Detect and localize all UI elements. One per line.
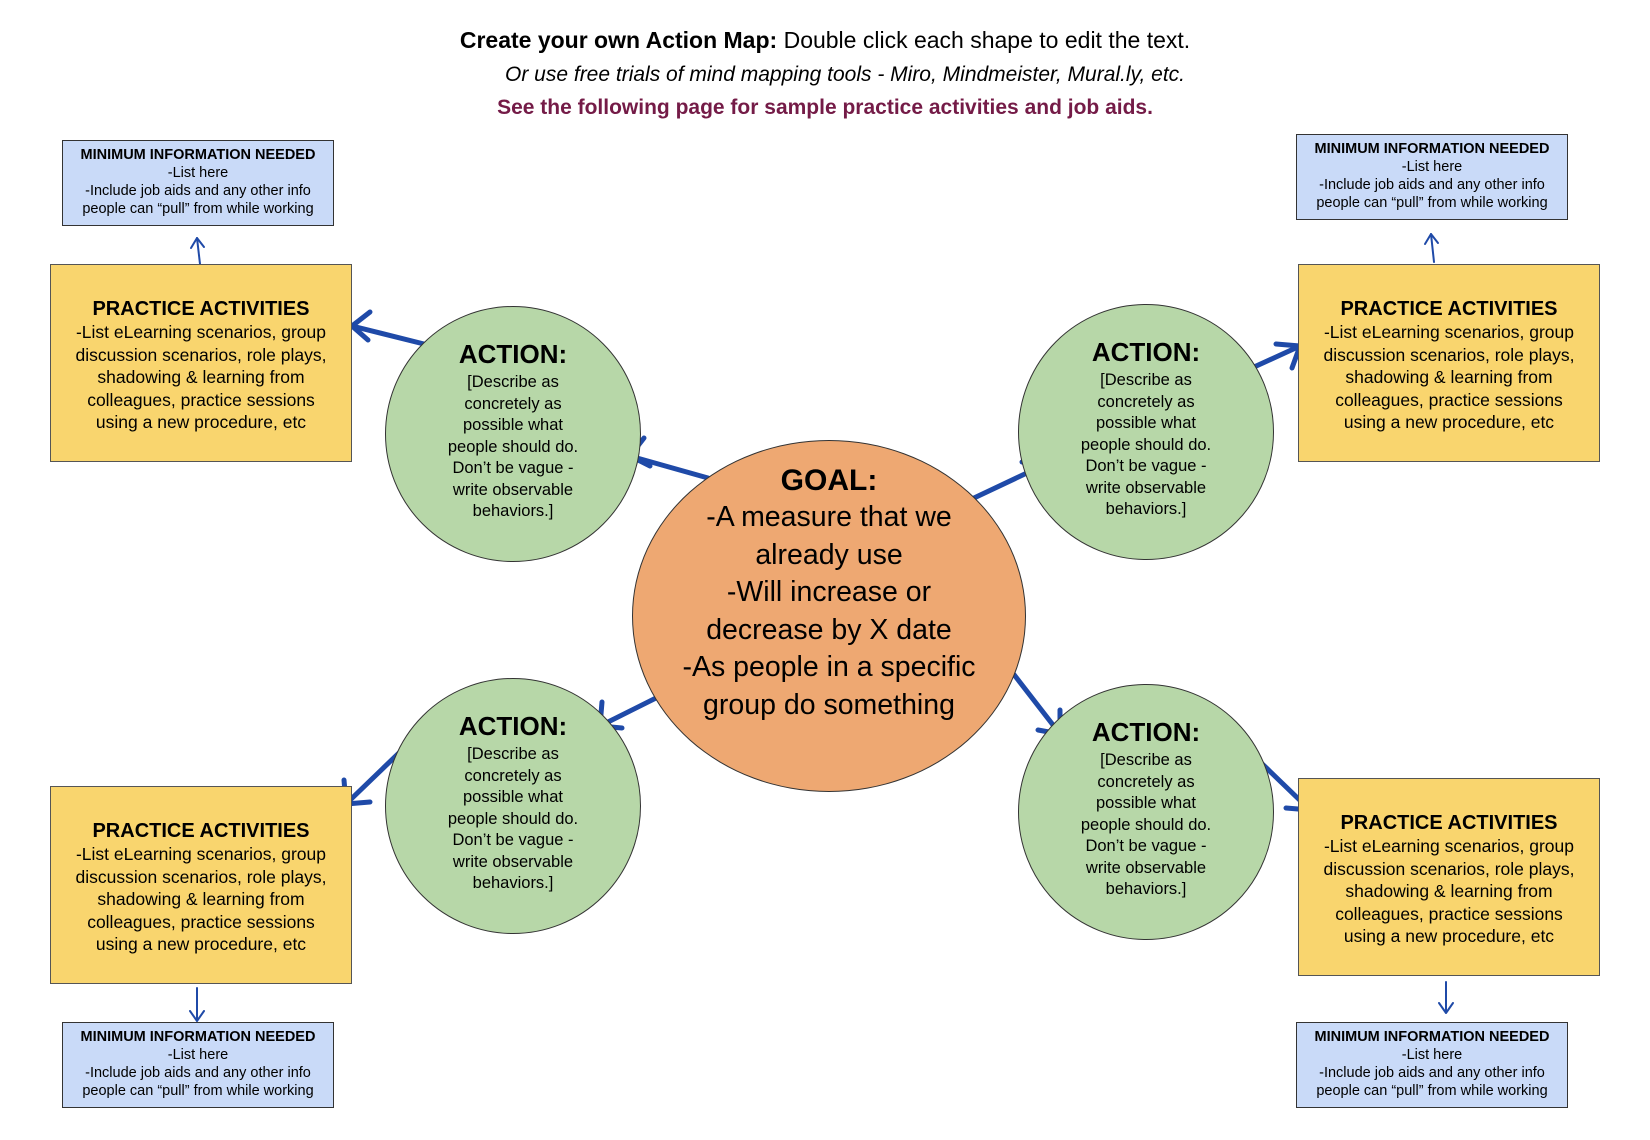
practice-line: -List eLearning scenarios, group (1323, 836, 1574, 856)
info-title: MINIMUM INFORMATION NEEDED (1314, 141, 1550, 157)
info-line: -List here (167, 165, 229, 181)
info-line: people can “pull” from while working (1316, 195, 1548, 211)
practice-line: discussion scenarios, role plays, (75, 866, 327, 887)
practice-line: discussion scenarios, role plays, (1323, 344, 1575, 365)
action-line: write observable (1085, 858, 1207, 877)
practice-line: using a new procedure, etc (95, 412, 307, 432)
practice-line: using a new procedure, etc (1343, 926, 1555, 946)
practice-line: shadowing & learning from (1345, 367, 1553, 387)
practice-box-bottom-right[interactable]: PRACTICE ACTIVITIES -List eLearning scen… (1298, 778, 1600, 976)
action-circle-top-right[interactable]: ACTION: [Describe as concretely as possi… (1018, 304, 1274, 560)
practice-line: using a new procedure, etc (1343, 412, 1555, 432)
title-rest: Double click each shape to edit the text… (777, 27, 1191, 53)
practice-title: PRACTICE ACTIVITIES (1340, 812, 1558, 834)
action-line: behaviors.] (472, 502, 554, 520)
goal-circle[interactable]: GOAL: -A measure that we already use -Wi… (632, 440, 1026, 792)
action-circle-top-left[interactable]: ACTION: [Describe as concretely as possi… (385, 306, 641, 562)
practice-box-top-right[interactable]: PRACTICE ACTIVITIES -List eLearning scen… (1298, 264, 1600, 462)
goal-line: already use (755, 538, 903, 571)
action-line: possible what (463, 416, 563, 434)
arrow-practice-info-tl (196, 237, 201, 265)
practice-line: discussion scenarios, role plays, (75, 344, 327, 365)
goal-line: decrease by X date (706, 613, 952, 646)
info-box-bottom-right[interactable]: MINIMUM INFORMATION NEEDED -List here -I… (1296, 1022, 1568, 1108)
action-line: people should do. (1080, 815, 1212, 834)
action-line: write observable (452, 852, 574, 871)
goal-line: -A measure that we (706, 501, 952, 533)
info-line: people can “pull” from while working (82, 201, 314, 217)
action-line: write observable (452, 480, 574, 499)
info-line: -List here (1401, 159, 1463, 175)
practice-box-top-left[interactable]: PRACTICE ACTIVITIES -List eLearning scen… (50, 264, 352, 462)
info-line: -List here (1401, 1047, 1463, 1063)
action-line: Don’t be vague - (452, 831, 574, 849)
action-line: possible what (1096, 414, 1196, 432)
info-line: -List here (167, 1047, 229, 1063)
goal-line: group do something (703, 688, 955, 721)
info-line: -Include job aids and any other info (1319, 1065, 1545, 1081)
action-title: ACTION: (458, 339, 568, 369)
action-line: concretely as (464, 394, 562, 413)
practice-title: PRACTICE ACTIVITIES (92, 820, 310, 842)
practice-line: shadowing & learning from (97, 889, 305, 909)
action-line: concretely as (1097, 772, 1195, 791)
action-circle-bottom-left[interactable]: ACTION: [Describe as concretely as possi… (385, 678, 641, 934)
action-line: behaviors.] (472, 874, 554, 892)
practice-line: discussion scenarios, role plays, (1323, 858, 1575, 879)
action-line: concretely as (1097, 392, 1195, 411)
goal-line: -As people in a specific (682, 651, 976, 683)
info-line: -Include job aids and any other info (85, 183, 311, 199)
action-line: [Describe as (1100, 371, 1192, 389)
action-line: [Describe as (1100, 751, 1192, 769)
practice-line: -List eLearning scenarios, group (1323, 322, 1574, 342)
action-title: ACTION: (1091, 337, 1201, 367)
title-bold: Create your own Action Map: (459, 27, 778, 53)
action-line: Don’t be vague - (452, 459, 574, 477)
goal-title: GOAL: (780, 464, 878, 497)
practice-line: using a new procedure, etc (95, 934, 307, 954)
action-line: write observable (1085, 478, 1207, 497)
action-line: people should do. (447, 437, 579, 456)
action-line: people should do. (1080, 435, 1212, 454)
page-title: Create your own Action Map: Double click… (0, 27, 1650, 54)
info-box-bottom-left[interactable]: MINIMUM INFORMATION NEEDED -List here -I… (62, 1022, 334, 1108)
info-title: MINIMUM INFORMATION NEEDED (80, 147, 316, 163)
info-line: people can “pull” from while working (82, 1083, 314, 1099)
action-line: behaviors.] (1105, 880, 1187, 898)
subtitle: Or use free trials of mind mapping tools… (505, 63, 1185, 86)
action-line: people should do. (447, 809, 579, 828)
action-line: possible what (1096, 794, 1196, 812)
arrow-practice-info-tr (1430, 233, 1435, 263)
practice-box-bottom-left[interactable]: PRACTICE ACTIVITIES -List eLearning scen… (50, 786, 352, 984)
info-line: -Include job aids and any other info (85, 1065, 311, 1081)
info-line: people can “pull” from while working (1316, 1083, 1548, 1099)
action-line: behaviors.] (1105, 500, 1187, 518)
practice-line: shadowing & learning from (97, 367, 305, 387)
practice-line: colleagues, practice sessions (87, 389, 315, 410)
action-line: Don’t be vague - (1085, 837, 1207, 855)
action-line: [Describe as (467, 373, 559, 391)
action-circle-bottom-right[interactable]: ACTION: [Describe as concretely as possi… (1018, 684, 1274, 940)
info-title: MINIMUM INFORMATION NEEDED (1314, 1029, 1550, 1045)
practice-line: -List eLearning scenarios, group (75, 844, 326, 864)
action-title: ACTION: (1091, 717, 1201, 747)
info-box-top-left[interactable]: MINIMUM INFORMATION NEEDED -List here -I… (62, 140, 334, 226)
action-line: concretely as (464, 766, 562, 785)
practice-line: colleagues, practice sessions (87, 911, 315, 932)
note-line: See the following page for sample practi… (497, 96, 1153, 119)
practice-title: PRACTICE ACTIVITIES (92, 298, 310, 320)
practice-line: colleagues, practice sessions (1335, 389, 1563, 410)
info-line: -Include job aids and any other info (1319, 177, 1545, 193)
action-line: [Describe as (467, 745, 559, 763)
practice-title: PRACTICE ACTIVITIES (1340, 298, 1558, 320)
practice-line: -List eLearning scenarios, group (75, 322, 326, 342)
action-line: Don’t be vague - (1085, 457, 1207, 475)
info-title: MINIMUM INFORMATION NEEDED (80, 1029, 316, 1045)
action-line: possible what (463, 788, 563, 806)
practice-line: colleagues, practice sessions (1335, 903, 1563, 924)
practice-line: shadowing & learning from (1345, 881, 1553, 901)
info-box-top-right[interactable]: MINIMUM INFORMATION NEEDED -List here -I… (1296, 134, 1568, 220)
goal-line: -Will increase or (726, 576, 932, 608)
action-title: ACTION: (458, 711, 568, 741)
